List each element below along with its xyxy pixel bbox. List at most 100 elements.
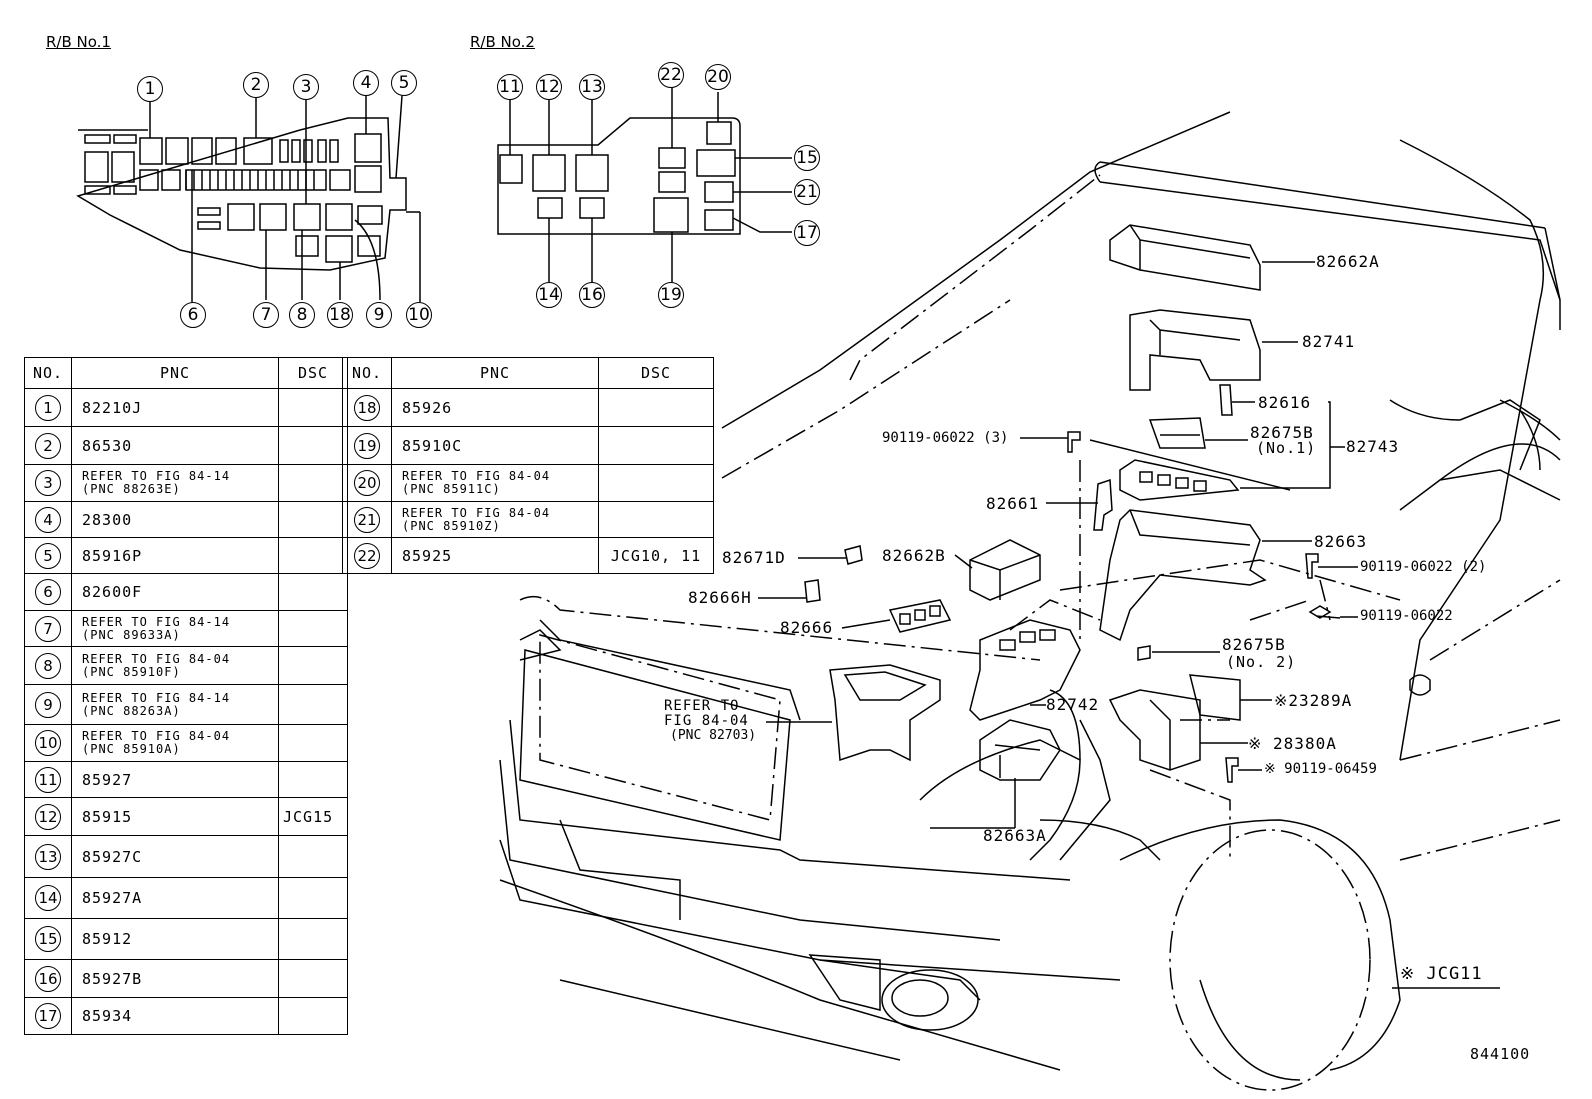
rb2-callout: 21 <box>794 179 820 205</box>
rb1-callout: 7 <box>253 302 279 328</box>
row-pnc: 82600F <box>71 573 279 611</box>
label-23289A: ※23289A <box>1274 691 1353 710</box>
row-dsc: JCG10, 11 <box>598 537 714 574</box>
row-no: 22 <box>354 542 380 569</box>
parts-drawing <box>758 224 1500 989</box>
row-dsc <box>598 464 714 502</box>
row-pnc: 85934 <box>71 997 279 1035</box>
row-pnc: 85927 <box>71 761 279 798</box>
row-no: 15 <box>35 926 61 952</box>
label-refer-line3: (PNC 82703) <box>670 728 757 743</box>
row-dsc <box>278 997 348 1035</box>
label-82616: 82616 <box>1258 393 1312 412</box>
table-row: 20 REFER TO FIG 84-04(PNC 85911C) <box>342 464 714 502</box>
label-82675B-no1: 82675B <box>1250 423 1314 442</box>
row-dsc <box>598 426 714 465</box>
col-pnc: PNC <box>71 357 279 389</box>
rb2-callout: 11 <box>497 74 523 100</box>
row-dsc <box>278 426 348 465</box>
rb1-callout: 4 <box>353 70 379 96</box>
row-no: 21 <box>354 506 380 533</box>
row-pnc: 82210J <box>71 388 279 427</box>
rb1-callout: 18 <box>327 302 353 328</box>
label-82675B-no2-sub: (No. 2) <box>1226 653 1297 671</box>
figure-number: 844100 <box>1470 1045 1531 1063</box>
row-pnc: 85915 <box>71 797 279 836</box>
rb1-callout: 9 <box>366 302 392 328</box>
rb2-callout: 13 <box>579 74 605 100</box>
row-pnc: 85927C <box>71 835 279 878</box>
relay-block-2-drawing <box>497 88 792 282</box>
relay-block-1-drawing <box>76 95 421 302</box>
col-dsc: DSC <box>278 357 348 389</box>
label-82741: 82741 <box>1302 332 1356 351</box>
row-no: 20 <box>354 470 380 496</box>
row-pnc: 85925 <box>391 537 599 574</box>
row-dsc <box>278 646 348 685</box>
label-82663: 82663 <box>1314 532 1368 551</box>
row-dsc <box>278 835 348 878</box>
row-dsc <box>278 388 348 427</box>
row-pnc: REFER TO FIG 84-04 <box>82 729 231 743</box>
row-pnc: 85916P <box>71 537 279 574</box>
row-no: 1 <box>35 394 61 421</box>
col-no: NO. <box>342 357 392 389</box>
row-pnc: REFER TO FIG 84-14 <box>82 690 231 705</box>
label-refer-line1: REFER TO <box>664 698 740 714</box>
row-dsc <box>278 573 348 611</box>
label-refer-line2: FIG 84-04 <box>664 713 749 729</box>
row-pnc-sub: (PNC 88263A) <box>82 703 181 718</box>
col-dsc: DSC <box>598 357 714 389</box>
rb1-callout: 5 <box>391 70 417 96</box>
row-no: 18 <box>354 394 380 421</box>
rb2-callout: 14 <box>536 282 562 308</box>
rb2-callout: 15 <box>794 145 820 171</box>
label-28380A: ※ 28380A <box>1248 734 1337 753</box>
row-pnc: 85910C <box>391 426 599 465</box>
row-dsc <box>278 537 348 574</box>
rb1-callout: 2 <box>243 72 269 98</box>
label-82663A: 82663A <box>983 826 1047 845</box>
row-dsc <box>598 388 714 427</box>
row-no: 12 <box>35 803 61 830</box>
table-header-row: NO. PNC DSC <box>24 357 348 389</box>
table-row: 6 82600F <box>24 573 348 611</box>
row-dsc <box>278 959 348 998</box>
row-no: 7 <box>35 615 61 642</box>
row-pnc-sub: (PNC 85910F) <box>82 664 181 679</box>
row-pnc: REFER TO FIG 84-04 <box>82 651 231 666</box>
vehicle-outline <box>499 111 1561 1091</box>
row-no: 17 <box>35 1003 61 1029</box>
row-no: 6 <box>35 579 61 605</box>
label-90119-06022: 90119-06022 <box>1360 608 1453 624</box>
row-pnc: 85912 <box>71 918 279 960</box>
row-dsc <box>598 501 714 538</box>
rb1-callout: 6 <box>180 302 206 328</box>
row-no: 16 <box>35 965 61 992</box>
row-pnc: REFER TO FIG 84-04 <box>402 469 551 483</box>
row-no: 2 <box>35 432 61 459</box>
row-no: 13 <box>35 843 61 870</box>
table-header-row: NO. PNC DSC <box>342 357 714 389</box>
row-no: 4 <box>35 506 61 533</box>
row-pnc-sub: (PNC 85911C) <box>402 482 501 496</box>
row-pnc: 85927A <box>71 877 279 919</box>
row-dsc <box>278 918 348 960</box>
table-row: 17 85934 <box>24 997 348 1035</box>
label-82661: 82661 <box>986 494 1040 513</box>
rb2-heading: R/B No.2 <box>470 33 535 51</box>
row-pnc: REFER TO FIG 84-14 <box>82 614 231 629</box>
row-no: 10 <box>35 730 61 756</box>
row-no: 5 <box>35 542 61 569</box>
col-pnc: PNC <box>391 357 599 389</box>
label-82666H: 82666H <box>688 588 752 607</box>
row-pnc: REFER TO FIG 84-04 <box>402 505 551 520</box>
rb2-callout: 20 <box>705 64 731 90</box>
rb1-callout: 8 <box>289 302 315 328</box>
